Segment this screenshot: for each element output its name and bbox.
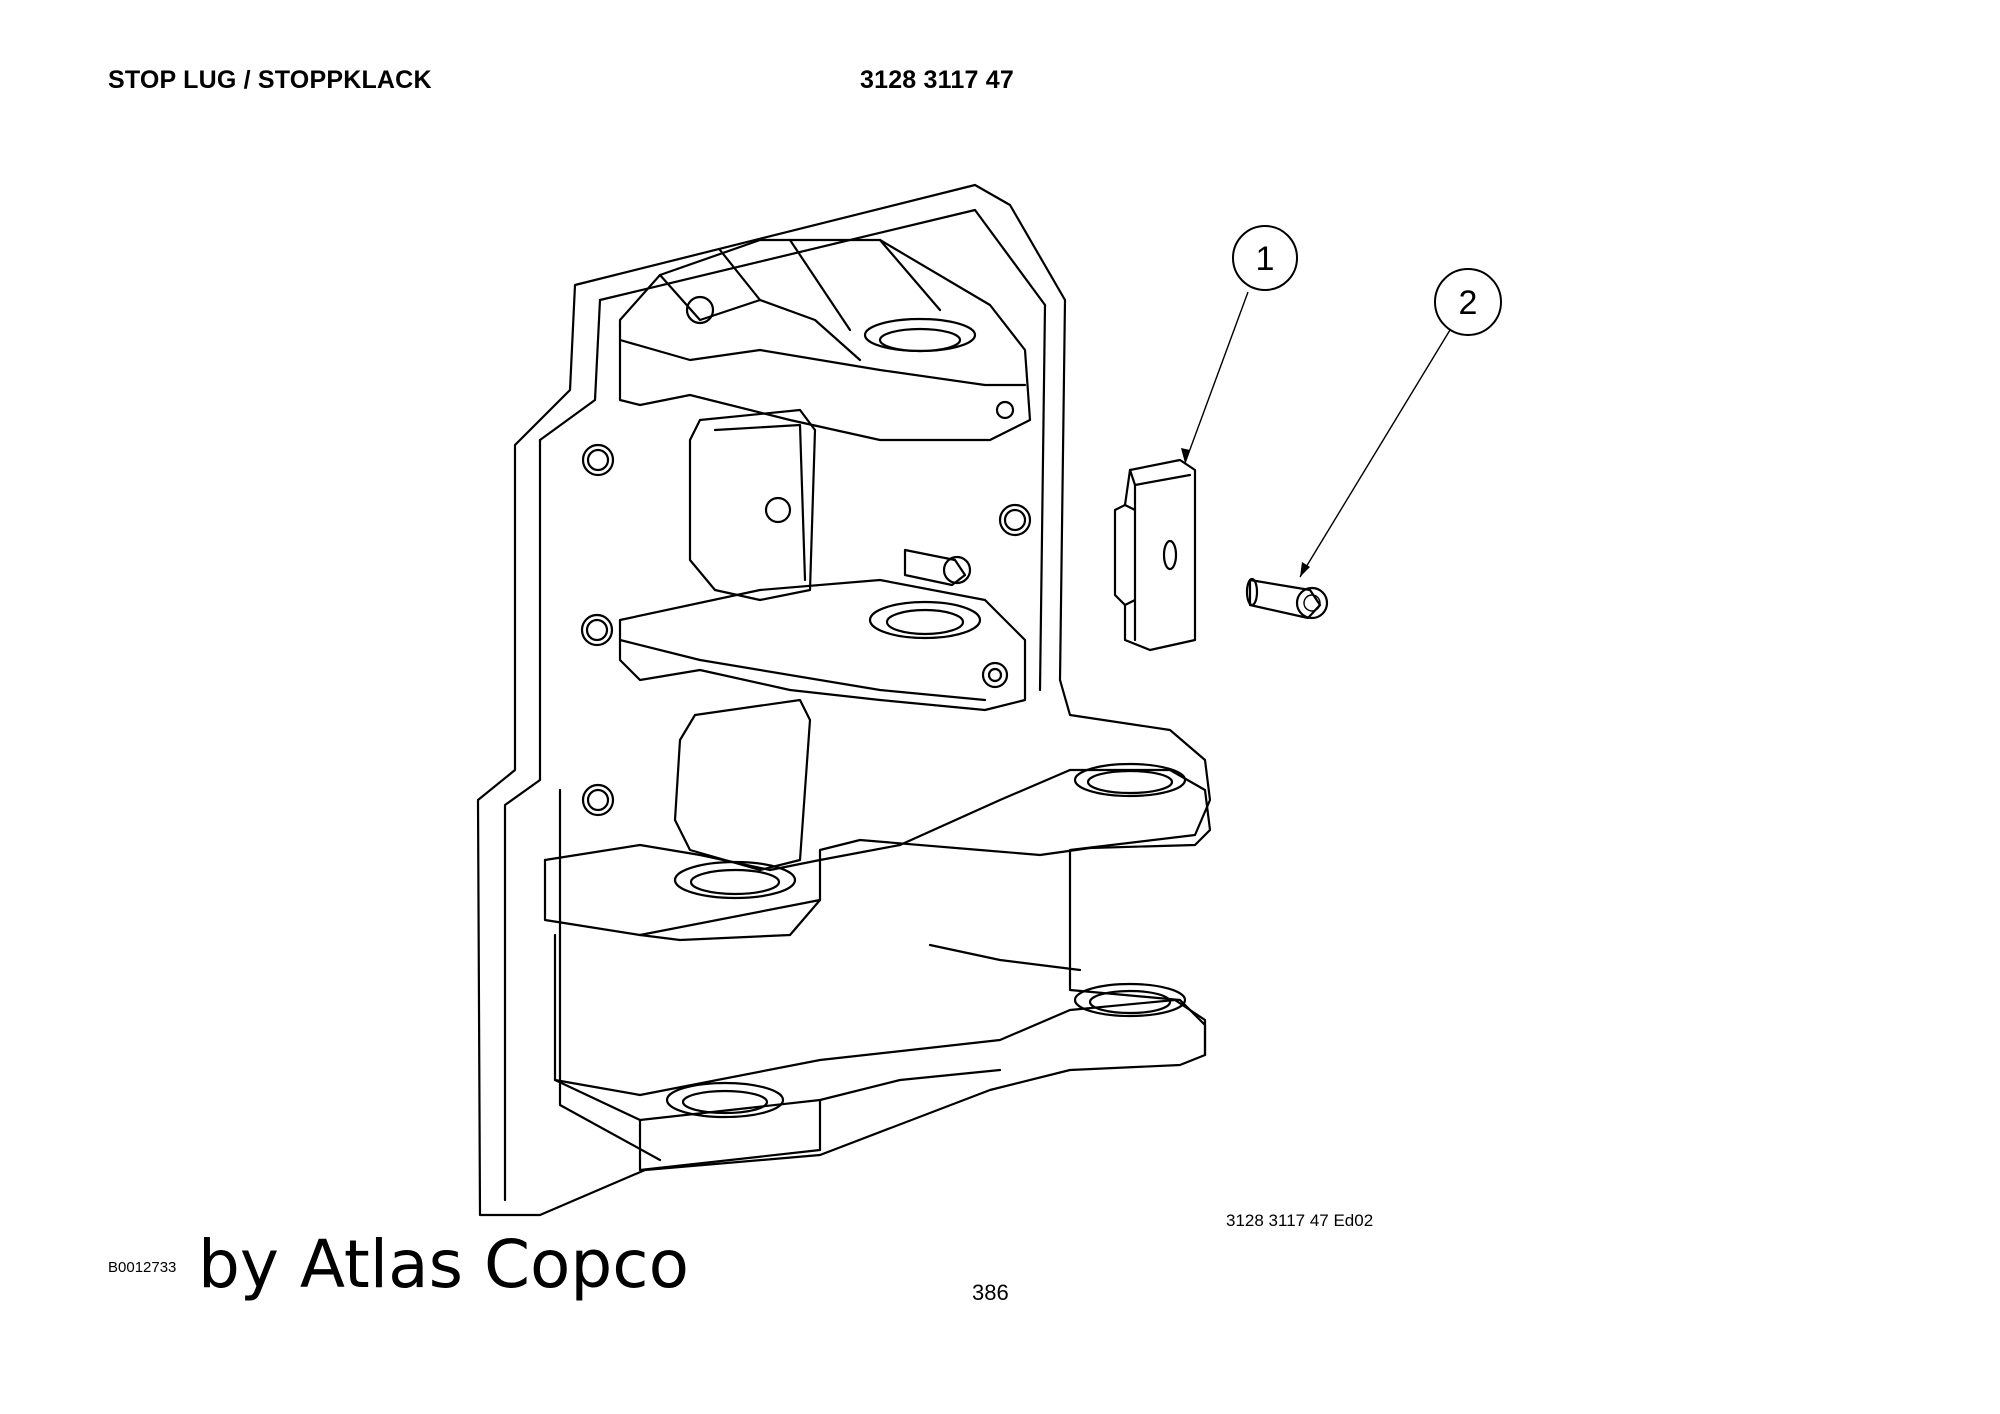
part-number: 3128 3117 47 xyxy=(860,66,1014,94)
stop-lug-part xyxy=(1113,458,1197,652)
page-number: 386 xyxy=(972,1280,1009,1305)
drawing-code: B0012733 xyxy=(108,1259,177,1276)
balloon-2-label: 2 xyxy=(1459,284,1478,322)
balloon-2: 2 xyxy=(1434,268,1502,336)
edition-label: 3128 3117 47 Ed02 xyxy=(1226,1211,1374,1230)
page-title: STOP LUG / STOPPKLACK xyxy=(108,66,432,94)
brand-watermark: by Atlas Copco xyxy=(198,1226,689,1303)
balloon-1: 1 xyxy=(1232,225,1298,291)
bracket-assembly xyxy=(476,183,1212,1217)
balloon-1-label: 1 xyxy=(1256,240,1275,278)
screw-part xyxy=(1245,577,1329,620)
